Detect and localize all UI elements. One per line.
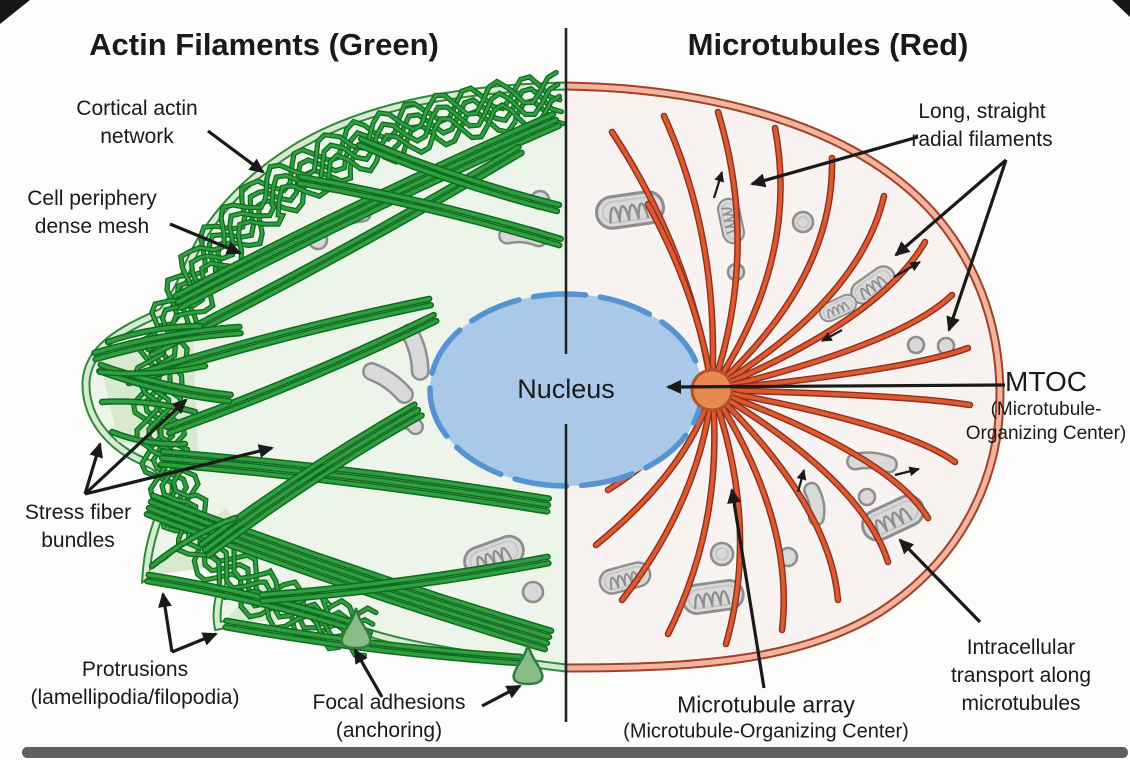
label-line: dense mesh — [34, 215, 150, 238]
label-mtoc: MTOC (Microtubule- Organizing Center) — [966, 366, 1127, 446]
label-microtubule-array: Microtubule array (Microtubule-Organizin… — [623, 690, 909, 745]
corner-artifact-top-left — [0, 0, 30, 24]
label-line: Microtubule array — [677, 691, 855, 718]
label-line: Intracellular — [966, 636, 1076, 659]
label-cell-periphery-dense-mesh: Cell periphery dense mesh — [27, 185, 157, 241]
label-line: microtubules — [961, 692, 1081, 715]
label-line: Focal adhesions — [312, 691, 466, 714]
label-line: (anchoring) — [335, 719, 443, 742]
actin-half-cell — [86, 69, 566, 686]
title-actin-filaments: Actin Filaments (Green) — [89, 27, 439, 62]
title-microtubules: Microtubules (Red) — [687, 27, 969, 62]
label-line: bundles — [41, 529, 115, 552]
label-protrusions: Protrusions (lamellipodia/filopodia) — [31, 656, 240, 712]
label-line: radial filaments — [911, 128, 1053, 151]
label-line: Stress fiber — [24, 501, 132, 524]
actin-filament-network — [91, 69, 566, 686]
microtubule-half-cell — [566, 86, 1000, 668]
nucleus-label: Nucleus — [517, 374, 615, 404]
bottom-scan-band — [22, 747, 1128, 758]
microtubule-network — [592, 108, 974, 648]
label-line: Protrusions — [81, 658, 189, 681]
annotation-arrows — [83, 129, 1008, 708]
label-line: (Microtubule- — [990, 399, 1102, 420]
label-line: network — [100, 125, 174, 148]
label-cortical-actin-network: Cortical actin network — [76, 95, 197, 151]
nucleus-body — [430, 294, 702, 486]
mtoc-title: MTOC — [1005, 366, 1087, 397]
label-radial-filaments: Long, straight radial filaments — [911, 98, 1052, 154]
label-intracellular-transport: Intracellular transport along microtubul… — [951, 634, 1091, 718]
label-line: Cell periphery — [27, 187, 157, 210]
label-focal-adhesions: Focal adhesions (anchoring) — [313, 689, 466, 745]
label-line: transport along — [950, 664, 1092, 687]
corner-artifact-top-right — [1112, 0, 1130, 17]
transport-direction-arrows — [712, 171, 921, 493]
label-line: Organizing Center) — [965, 423, 1127, 444]
label-line: (lamellipodia/filopodia) — [30, 686, 240, 709]
mtoc-centrosome — [690, 368, 734, 412]
label-line: Cortical actin — [76, 97, 198, 120]
label-line: Long, straight — [918, 100, 1046, 123]
label-line: (Microtubule-Organizing Center) — [623, 720, 909, 743]
label-stress-fiber-bundles: Stress fiber bundles — [25, 499, 131, 555]
